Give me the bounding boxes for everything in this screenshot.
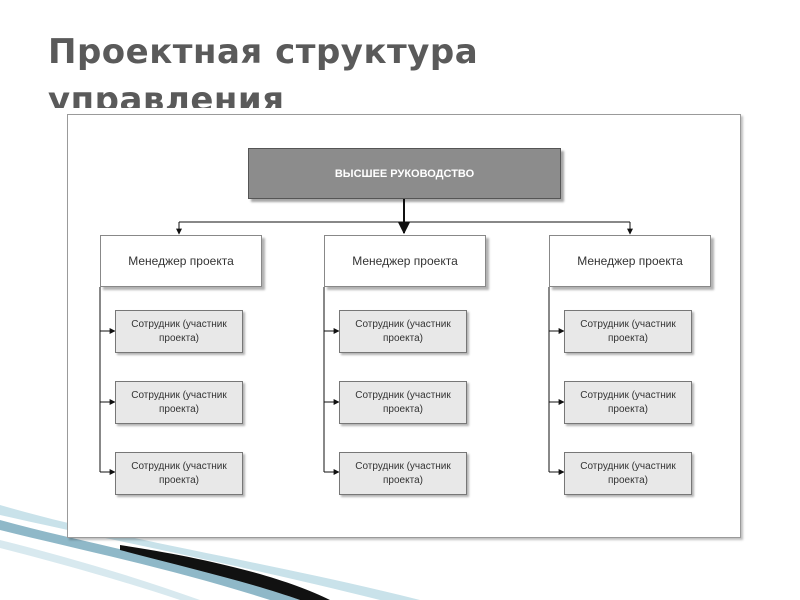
connector-lines bbox=[99, 199, 633, 475]
top-management-box: ВЫСШЕЕ РУКОВОДСТВО bbox=[248, 148, 561, 199]
employee-box: Сотрудник (участник проекта) bbox=[339, 381, 467, 424]
slide-title: Проектная структура управления bbox=[48, 32, 479, 108]
employee-box: Сотрудник (участник проекта) bbox=[115, 452, 243, 495]
manager-box-2: Менеджер проекта bbox=[324, 235, 486, 287]
employee-box: Сотрудник (участник проекта) bbox=[115, 310, 243, 353]
manager-box-1: Менеджер проекта bbox=[100, 235, 262, 287]
manager-box-3: Менеджер проекта bbox=[549, 235, 711, 287]
employee-box: Сотрудник (участник проекта) bbox=[564, 452, 692, 495]
org-chart-frame: ВЫСШЕЕ РУКОВОДСТВО Менеджер проекта Мене… bbox=[67, 114, 741, 538]
employee-box: Сотрудник (участник проекта) bbox=[564, 381, 692, 424]
employee-box: Сотрудник (участник проекта) bbox=[339, 452, 467, 495]
employee-box: Сотрудник (участник проекта) bbox=[339, 310, 467, 353]
employee-box: Сотрудник (участник проекта) bbox=[115, 381, 243, 424]
employee-box: Сотрудник (участник проекта) bbox=[564, 310, 692, 353]
